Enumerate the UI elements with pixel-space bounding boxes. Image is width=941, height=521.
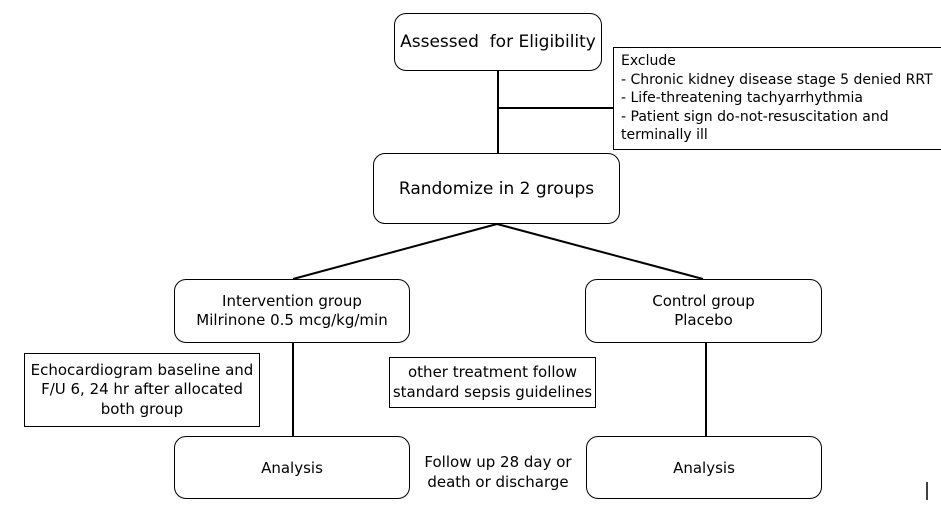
follow-up-line: Follow up 28 day or <box>424 453 572 471</box>
intervention-group-title: Intervention group <box>222 292 362 310</box>
analysis-left-label: Analysis <box>261 458 323 477</box>
echocardiogram-note-box: Echocardiogram baseline and F/U 6, 24 hr… <box>24 353 260 427</box>
other-treatment-line: other treatment follow <box>408 363 577 381</box>
connector-randomize-intervention <box>292 223 498 280</box>
echo-note-line: both group <box>100 399 184 418</box>
follow-up-note: Follow up 28 day or death or discharge <box>410 452 586 492</box>
exclude-item: - Chronic kidney disease stage 5 denied … <box>621 71 933 88</box>
randomize-box: Randomize in 2 groups <box>373 153 620 224</box>
echo-note-line: F/U 6, 24 hr after allocated <box>41 380 243 399</box>
analysis-right-box: Analysis <box>586 436 822 499</box>
eligibility-box: Assessed for Eligibility <box>394 13 602 71</box>
other-treatment-note-box: other treatment follow standard sepsis g… <box>389 357 596 408</box>
exclude-item: terminally ill <box>621 127 708 143</box>
randomize-label: Randomize in 2 groups <box>398 178 595 199</box>
control-placebo: Placebo <box>674 311 733 329</box>
follow-up-line: death or discharge <box>427 473 569 491</box>
other-treatment-line: standard sepsis guidelines <box>392 382 593 401</box>
exclude-title: Exclude <box>621 53 676 69</box>
exclusion-criteria-box: Exclude - Chronic kidney disease stage 5… <box>613 47 941 150</box>
exclude-item: - Patient sign do-not-resuscitation and <box>621 108 889 125</box>
echo-note-line: Echocardiogram baseline and <box>30 360 254 379</box>
intervention-dose: Milrinone 0.5 mcg/kg/min <box>196 311 388 329</box>
eligibility-label: Assessed for Eligibility <box>400 32 596 52</box>
control-group-box: Control group Placebo <box>585 279 822 343</box>
control-group-title: Control group <box>652 292 755 310</box>
exclude-item: - Life-threatening tachyarrhythmia <box>621 90 864 106</box>
intervention-group-box: Intervention group Milrinone 0.5 mcg/kg/… <box>174 279 410 343</box>
analysis-right-label: Analysis <box>673 458 735 477</box>
connector-randomize-control <box>496 223 704 280</box>
analysis-left-box: Analysis <box>174 436 410 499</box>
